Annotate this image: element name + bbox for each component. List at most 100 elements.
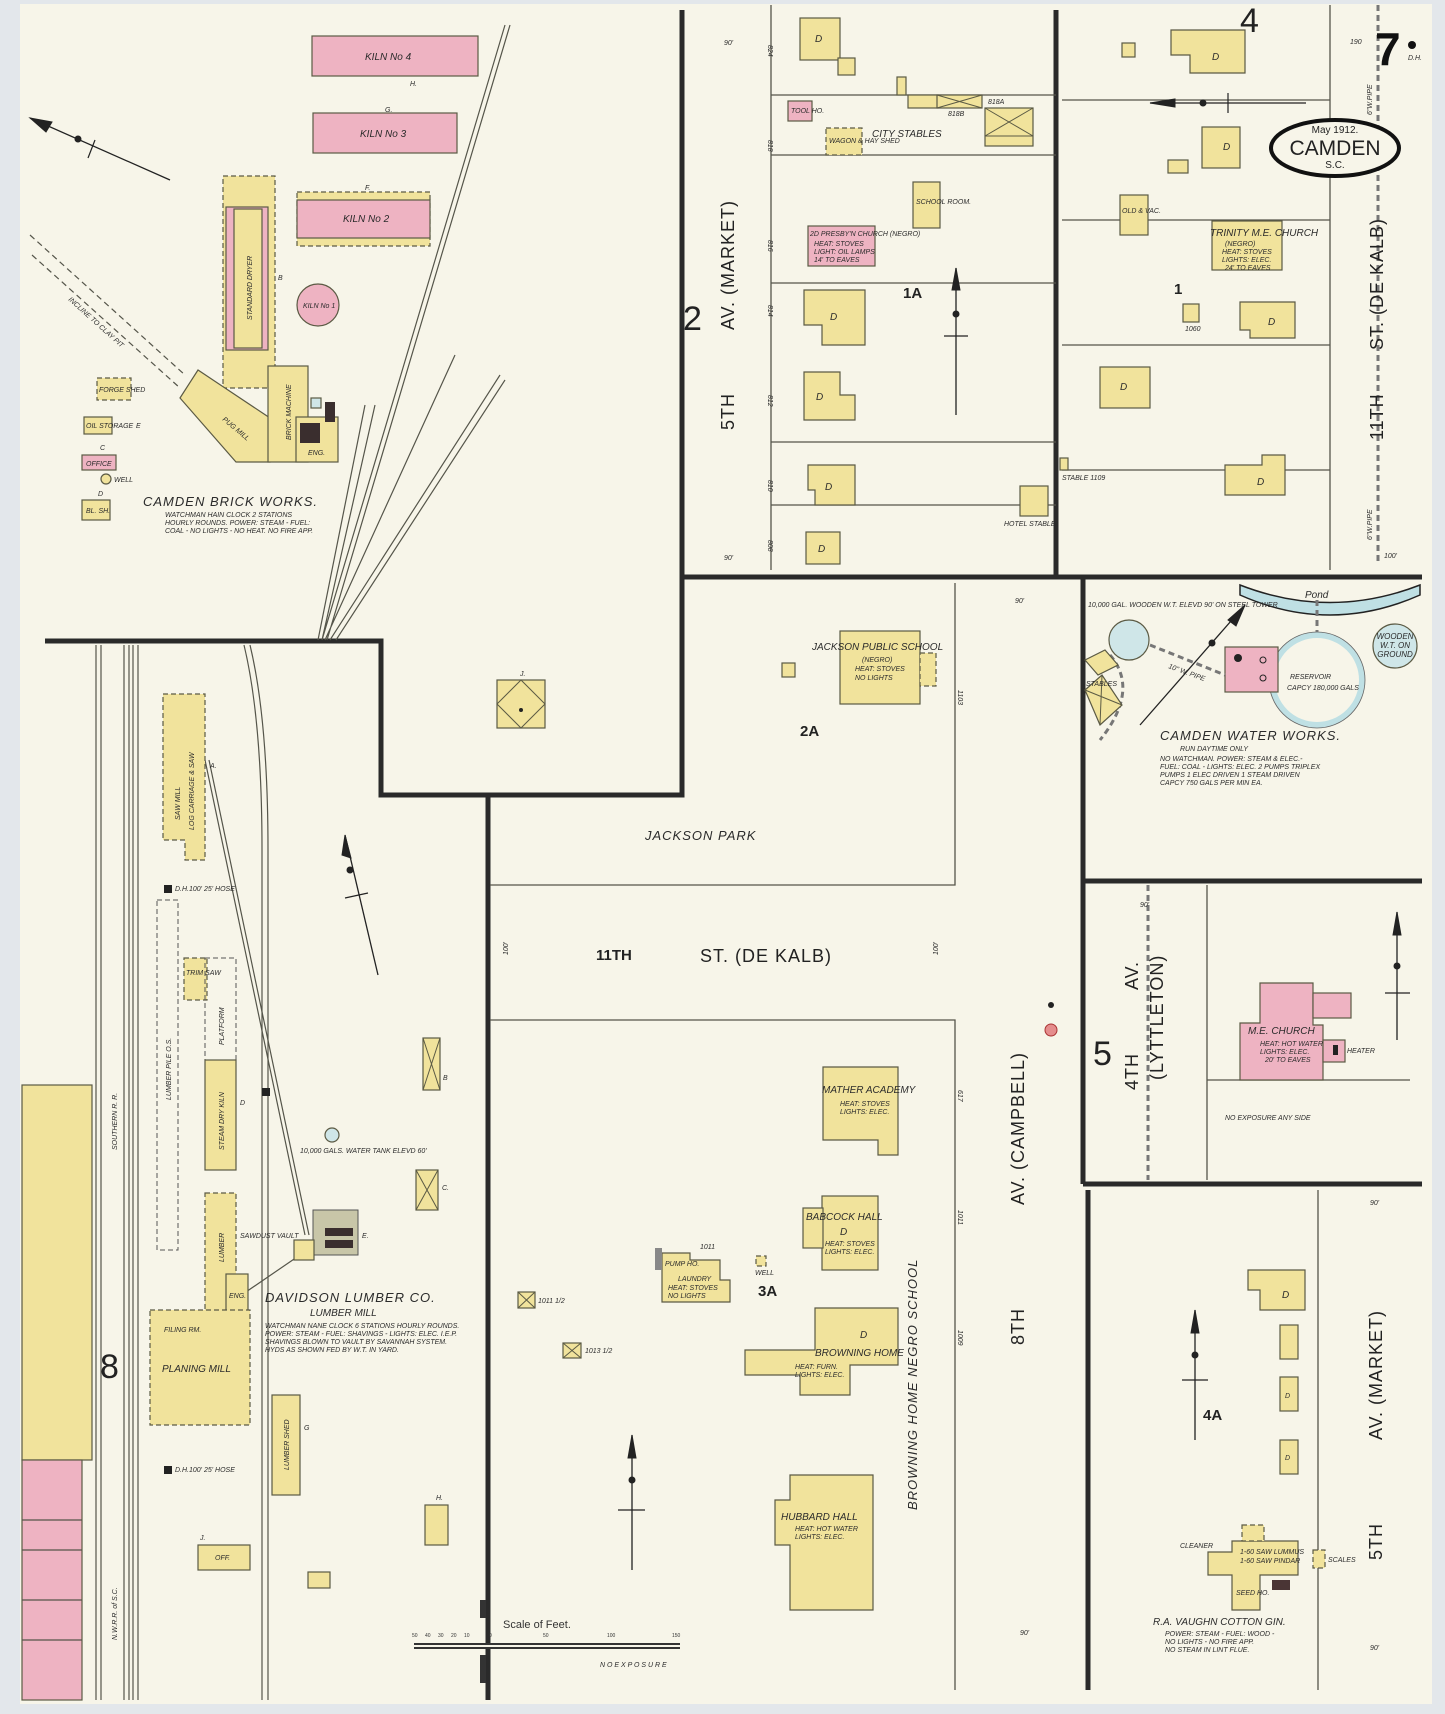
- babcock-label: BABCOCK HALL: [806, 1212, 883, 1223]
- scale-tick: 0: [489, 1633, 492, 1639]
- lumber-pile-label: LUMBER PILE O.S.: [166, 1038, 173, 1100]
- trim-saw-label: TRIM SAW: [186, 970, 222, 977]
- forge-label: FORGE SHED: [99, 387, 145, 394]
- street-width: 90': [724, 40, 734, 47]
- engine-label: ENG.: [308, 450, 325, 457]
- dwelling-label: D: [1282, 1290, 1289, 1301]
- well: [755, 1255, 767, 1267]
- street-label: 11TH: [596, 947, 632, 964]
- note-line: COAL - NO LIGHTS - NO HEAT. NO FIRE APP.: [165, 528, 313, 535]
- dwelling-label: D: [1257, 477, 1264, 488]
- street-label: AV. (MARKET): [718, 200, 738, 330]
- block-number: 2: [683, 300, 702, 338]
- steam-dry-kiln: [204, 1059, 237, 1171]
- street-width: 90': [724, 555, 734, 562]
- map-city: CAMDEN: [1289, 137, 1380, 160]
- block-1: 4 D D OLD & VAC. TRINITY M.E. CHURCH (NE…: [1059, 2, 1398, 560]
- street-width: 90': [1370, 1645, 1380, 1652]
- wagon-shed: [825, 127, 863, 156]
- building-letter: H.: [410, 81, 417, 88]
- scales-label: SCALES: [1328, 1557, 1356, 1564]
- dwelling: [1224, 454, 1286, 496]
- no-exposure-label: NO EXPOSURE ANY SIDE: [1225, 1115, 1311, 1122]
- building-letter: F.: [365, 185, 370, 192]
- address: 810: [766, 480, 773, 492]
- no-exposure-label: N O E X P O S U R E: [600, 1662, 667, 1669]
- hubbard-label: HUBBARD HALL: [781, 1512, 858, 1523]
- note-line: NO STEAM IN LINT FLUE.: [1165, 1647, 1249, 1654]
- dwelling-label: D: [1212, 52, 1219, 63]
- forge-shed: [96, 377, 132, 401]
- note-line: HEAT: STOVES: [814, 241, 864, 248]
- saw-mill-note: LOG CARRIAGE & SAW: [189, 751, 196, 830]
- scale-of-feet: Scale of Feet. 50 40 30 20 10 0 50 100 1…: [412, 1600, 681, 1683]
- street-label: ST. (DE KALB): [700, 946, 832, 966]
- old-vacant-label: OLD & VAC.: [1122, 208, 1161, 215]
- kiln-3-label: KILN No 3: [360, 129, 407, 140]
- kiln-2-label: KILN No 2: [343, 214, 390, 225]
- street-width: 90': [1140, 902, 1150, 909]
- nwrr-label: N.W.R.R. of S.C.: [112, 1587, 119, 1640]
- filing-room-label: FILING RM.: [164, 1327, 201, 1334]
- presbyterian-church: [807, 225, 876, 267]
- kiln-3: [312, 112, 458, 154]
- browning-home: [744, 1307, 899, 1396]
- dwelling: [805, 531, 841, 565]
- scale-tick: 30: [438, 1633, 444, 1639]
- wooden-tank-label-box: WOODEN W.T. ON GROUND: [1377, 632, 1414, 659]
- hydrant-icon: [164, 885, 172, 893]
- dwelling-label: D: [860, 1330, 867, 1341]
- lumber-label: LUMBER: [219, 1233, 226, 1262]
- well-label: WELL: [755, 1270, 774, 1277]
- block-2a: J. JACKSON PUBLIC SCHOOL (NEGRO) HEAT: S…: [496, 598, 1025, 843]
- address: 1011: [700, 1244, 715, 1251]
- dwelling-label: D: [830, 312, 837, 323]
- cleaner-label: CLEANER: [1180, 1543, 1213, 1550]
- note-line: CAPCY 750 GALS PER MIN EA.: [1160, 780, 1263, 787]
- building-letter: G: [304, 1425, 310, 1432]
- oil-storage: [83, 416, 113, 435]
- building-letter: A.: [209, 763, 217, 770]
- block-1a: 2 5TH AV. (MARKET) D TOOL HO. WAGON & HA…: [683, 17, 1056, 565]
- dwelling-label: D: [815, 34, 822, 45]
- street-width: 90': [1015, 598, 1025, 605]
- office: [81, 454, 117, 471]
- browning-school-label: BROWNING HOME NEGRO SCHOOL: [905, 1259, 920, 1510]
- oil-label: OIL STORAGE: [86, 423, 134, 430]
- map-date: May 1912.: [1312, 125, 1359, 136]
- office-building: [197, 1544, 251, 1571]
- planing-mill-label: PLANING MILL: [162, 1364, 231, 1375]
- note-line: HEAT: STOVES: [668, 1285, 718, 1292]
- planing-mill: [149, 1309, 251, 1426]
- note-line: LIGHTS: ELEC.: [825, 1249, 874, 1256]
- hubbard-hall: [774, 1474, 874, 1611]
- reservoir-capacity: CAPCY 180,000 GALS: [1287, 685, 1359, 692]
- scale-tick: 10: [464, 1633, 470, 1639]
- pump-house-label: PUMP HO.: [665, 1261, 699, 1268]
- dwelling-label: D: [1223, 142, 1230, 153]
- kiln-1-label: KILN No 1: [303, 303, 335, 310]
- block-4a: D D D 4A 1-60 SAW LUMMUS 1-60 SAW PINDAR…: [1153, 1200, 1386, 1654]
- address: 1011 1/2: [538, 1298, 565, 1305]
- vault-label: SAWDUST VAULT: [240, 1233, 299, 1240]
- stable-label: STABLE 1109: [1062, 475, 1105, 482]
- hydrant-icon: [164, 1466, 172, 1474]
- tool-house-label: TOOL HO.: [791, 108, 824, 115]
- dry-kiln-label: STEAM DRY KILN: [219, 1091, 226, 1150]
- brick-works-title: CAMDEN BRICK WORKS.: [143, 494, 318, 509]
- note-line: SHAVINGS BLOWN TO VAULT BY SAVANNAH SYST…: [265, 1339, 447, 1346]
- note-line: NO WATCHMAN. POWER: STEAM & ELEC.-: [1160, 756, 1303, 763]
- map-state: S.C.: [1325, 160, 1344, 171]
- heater-label: HEATER: [1347, 1048, 1375, 1055]
- stable: [984, 107, 1034, 147]
- cotton-gin-title: R.A. VAUGHN COTTON GIN.: [1153, 1617, 1286, 1628]
- office-label: OFF.: [215, 1555, 230, 1562]
- hydrant-icon: [1408, 41, 1416, 49]
- note-line: POWER: STEAM - FUEL: WOOD -: [1165, 1631, 1275, 1638]
- wooden-water-tank: [1372, 623, 1418, 669]
- browning-label: BROWNING HOME: [815, 1348, 904, 1359]
- scale-tick: 40: [425, 1633, 431, 1639]
- laundry: [661, 1252, 731, 1303]
- lot-lines: [490, 5, 1410, 1690]
- well-label: WELL: [114, 477, 133, 484]
